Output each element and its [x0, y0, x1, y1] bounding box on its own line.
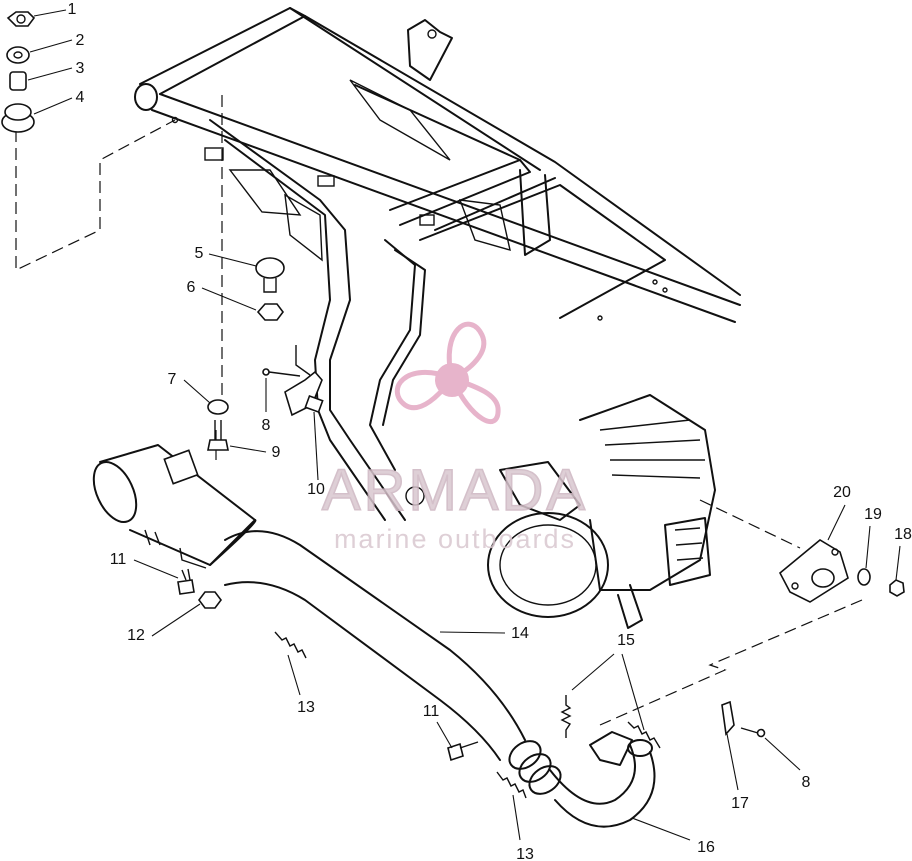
- callout-number: 13: [297, 699, 315, 716]
- callout-number: 17: [731, 795, 749, 812]
- callout-number: 20: [833, 484, 851, 501]
- callout-leader-lines: [27, 9, 901, 841]
- callout-number: 14: [511, 625, 529, 642]
- callout-number: 8: [262, 417, 271, 434]
- callout-number: 3: [76, 60, 85, 77]
- callout-number: 16: [697, 839, 715, 856]
- muffler-and-exhaust: [92, 444, 656, 828]
- hardware-parts: [1, 11, 905, 799]
- callout-number: 13: [516, 846, 534, 861]
- callout-number: 4: [76, 89, 85, 106]
- callout-number: 1: [68, 1, 77, 18]
- callout-number: 19: [864, 506, 882, 523]
- callout-number: 18: [894, 526, 912, 543]
- armada-watermark: ARMADA marine outboards: [321, 321, 588, 554]
- callout-number: 10: [307, 481, 325, 498]
- assembly-guide-lines: [15, 95, 863, 726]
- callout-number: 15: [617, 632, 635, 649]
- callout-number: 5: [195, 245, 204, 262]
- watermark-tagline: marine outboards: [334, 524, 576, 554]
- callout-number: 7: [168, 371, 177, 388]
- callout-number: 6: [187, 279, 196, 296]
- propeller-logo-icon: [394, 321, 501, 424]
- frame-assembly: [134, 7, 741, 521]
- watermark-brand: ARMADA: [322, 458, 588, 523]
- callout-number: 9: [272, 444, 281, 461]
- callout-number: 12: [127, 627, 145, 644]
- callout-number: 11: [110, 551, 127, 568]
- engine-assembly: [405, 394, 716, 629]
- callout-number: 8: [802, 774, 811, 791]
- callout-number: 11: [423, 703, 440, 720]
- callout-number: 2: [76, 32, 85, 49]
